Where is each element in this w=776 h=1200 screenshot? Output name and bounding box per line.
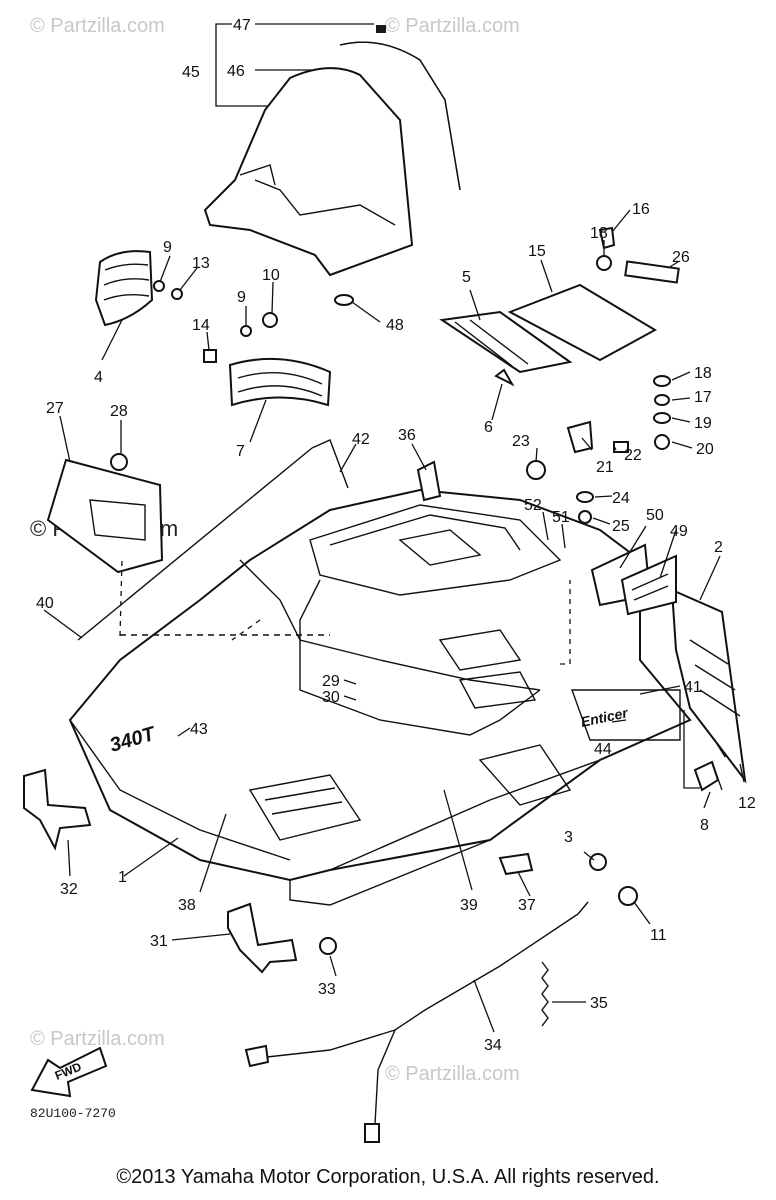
callout-labels: 47 45 46 9 13 10 9 14 48 4 7 5 15 18 16 … bbox=[36, 17, 756, 1054]
mount-and-rods bbox=[77, 439, 442, 641]
callout-42: 42 bbox=[352, 431, 370, 448]
cable-and-spring bbox=[244, 901, 589, 1143]
callout-51: 51 bbox=[552, 509, 570, 526]
windshield-trim bbox=[339, 25, 461, 191]
callout-19: 19 bbox=[694, 415, 712, 432]
callout-52: 52 bbox=[524, 497, 542, 514]
callout-25: 25 bbox=[612, 518, 630, 535]
callout-3: 3 bbox=[564, 829, 573, 846]
hinges bbox=[23, 768, 298, 974]
callout-6: 6 bbox=[484, 419, 493, 436]
callout-47: 47 bbox=[233, 17, 251, 34]
callout-12: 12 bbox=[738, 795, 756, 812]
callout-22: 22 bbox=[624, 447, 642, 464]
hood bbox=[68, 488, 692, 906]
callout-43: 43 bbox=[190, 721, 208, 738]
bracket-21 bbox=[566, 420, 594, 454]
callout-9: 9 bbox=[237, 289, 246, 306]
callout-15: 15 bbox=[528, 243, 546, 260]
callout-28: 28 bbox=[110, 403, 128, 420]
callout-45: 45 bbox=[182, 64, 200, 81]
callout-40: 40 bbox=[36, 595, 54, 612]
callout-8: 8 bbox=[700, 817, 709, 834]
callout-50: 50 bbox=[646, 507, 664, 524]
callout-31: 31 bbox=[150, 933, 168, 950]
callout-26: 26 bbox=[672, 249, 690, 266]
side-panel-27 bbox=[46, 458, 164, 574]
callout-11: 11 bbox=[650, 927, 667, 944]
callout-24: 24 bbox=[612, 490, 630, 507]
callout-39: 39 bbox=[460, 897, 478, 914]
callout-46: 46 bbox=[227, 63, 245, 80]
callout-34: 34 bbox=[484, 1037, 502, 1054]
watermark-text: © Partzilla.com bbox=[30, 1028, 165, 1050]
side-reflector-left bbox=[94, 250, 154, 327]
callout-49: 49 bbox=[670, 523, 688, 540]
fwd-arrow: FWD bbox=[30, 1046, 108, 1098]
callout-20: 20 bbox=[696, 441, 714, 458]
callout-44: 44 bbox=[594, 741, 612, 758]
callout-16: 16 bbox=[632, 201, 650, 218]
callout-32: 32 bbox=[60, 881, 78, 898]
callout-2: 2 bbox=[714, 539, 723, 556]
callout-18: 18 bbox=[590, 225, 608, 242]
callout-33: 33 bbox=[318, 981, 336, 998]
callout-18: 18 bbox=[694, 365, 712, 382]
drawing-code: 82U100-7270 bbox=[30, 1106, 116, 1121]
callout-36: 36 bbox=[398, 427, 416, 444]
callout-13: 13 bbox=[192, 255, 210, 272]
callout-37: 37 bbox=[518, 897, 536, 914]
right-side-parts bbox=[590, 543, 747, 784]
watermark-text: © Partzilla.com bbox=[30, 15, 165, 37]
callout-29: 29 bbox=[322, 673, 340, 690]
leader-lines bbox=[43, 209, 745, 1033]
callout-27: 27 bbox=[46, 400, 64, 417]
callout-5: 5 bbox=[462, 269, 471, 286]
callout-7: 7 bbox=[236, 443, 245, 460]
callout-38: 38 bbox=[178, 897, 196, 914]
watermark-text: © Partzilla.com bbox=[385, 1063, 520, 1085]
callout-21: 21 bbox=[596, 459, 614, 476]
callout-35: 35 bbox=[590, 995, 608, 1012]
callout-1: 1 bbox=[118, 869, 127, 886]
callout-17: 17 bbox=[694, 389, 712, 406]
callout-4: 4 bbox=[94, 369, 103, 386]
callout-14: 14 bbox=[192, 317, 210, 334]
callout-9: 9 bbox=[163, 239, 172, 256]
callout-10: 10 bbox=[262, 267, 280, 284]
callout-23: 23 bbox=[512, 433, 530, 450]
callout-41: 41 bbox=[684, 679, 702, 696]
watermark-text: © Partzilla.com bbox=[385, 15, 520, 37]
windshield bbox=[203, 67, 414, 277]
tab-37 bbox=[498, 852, 534, 876]
trim-clip bbox=[376, 25, 386, 33]
callout-48: 48 bbox=[386, 317, 404, 334]
dash-panel bbox=[439, 283, 658, 374]
rear-reflector-7 bbox=[228, 357, 332, 407]
callout-30: 30 bbox=[322, 689, 340, 706]
copyright-notice: ©2013 Yamaha Motor Corporation, U.S.A. A… bbox=[116, 1166, 660, 1188]
